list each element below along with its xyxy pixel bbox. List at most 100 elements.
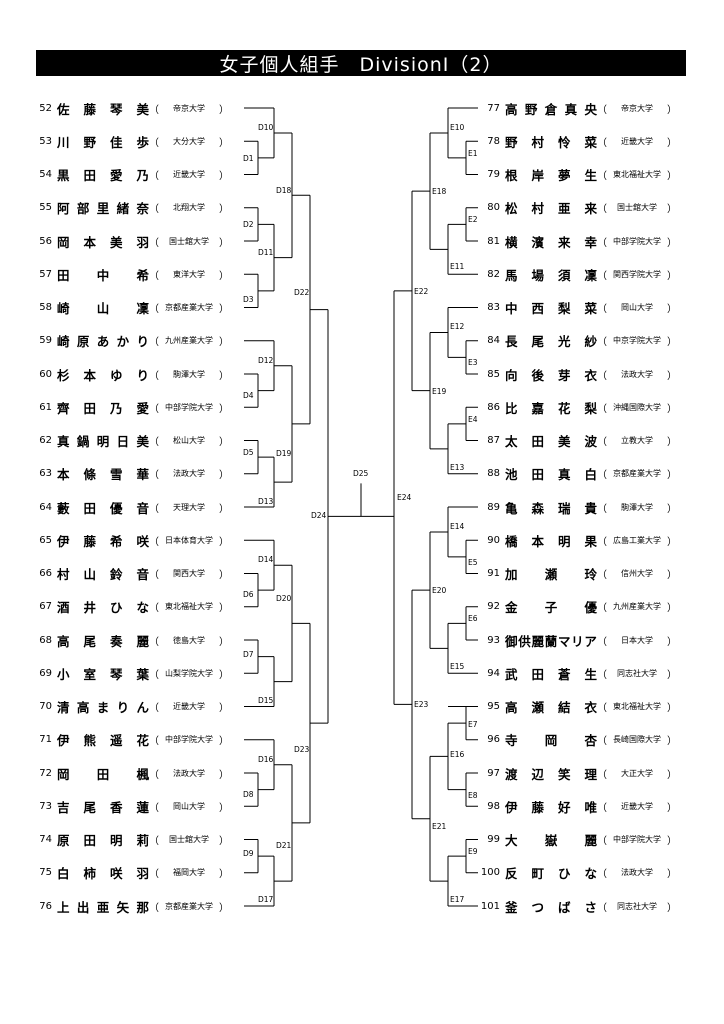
name-char: 本 [531,533,544,549]
name-char: 田 [531,434,544,449]
close-paren: ） [219,703,229,714]
open-paren: （ [597,104,607,116]
close-paren: ） [667,237,677,249]
name-char: 嘉 [531,400,544,416]
school-name: 中京学院大学 [613,336,661,346]
open-paren: （ [149,370,159,382]
open-paren: （ [149,536,159,548]
open-paren: （ [149,337,159,349]
name-char: 鈴 [109,567,123,582]
name-char: 岡 [57,234,70,250]
open-paren: （ [149,769,159,781]
name-char: 衣 [584,367,597,383]
name-char: 笑 [557,766,571,782]
entry-number: 69 [39,667,52,679]
open-paren: （ [149,437,159,448]
close-paren: ） [667,137,677,149]
open-paren: （ [597,736,607,748]
name-char: 岸 [531,168,544,183]
name-char: 横 [505,234,518,250]
name-char: 反 [505,866,518,882]
name-char: 琴 [109,666,123,682]
name-char: な [584,866,597,882]
name-char: 羽 [136,234,149,250]
open-paren: （ [149,603,159,615]
school-name: 中部学院大学 [613,835,661,844]
name-char: ん [136,700,149,715]
entry-number: 58 [39,302,52,313]
athlete-name: 清高まりん [57,697,149,716]
name-char: 高 [505,101,518,117]
bout-label-d9: D9 [243,849,254,859]
name-char: 根 [505,168,518,183]
school-name: 法政大学 [173,768,205,778]
name-char: 尾 [531,334,544,350]
name-char: 野 [524,101,538,117]
athlete-name: 高尾奏麗 [57,631,149,650]
athlete-name: 横濱来幸 [505,232,597,251]
bout-label-d4: D4 [243,390,254,400]
open-paren: （ [149,636,159,648]
school-name: 近畿大学 [621,801,653,811]
name-char: 崎 [57,301,70,316]
entry-number: 98 [487,800,500,812]
name-char: 嶽 [544,833,558,848]
open-paren: （ [597,237,607,249]
name-char: あ [96,334,110,350]
athlete-name: 村山鈴音 [57,564,149,583]
close-paren: ） [219,104,229,116]
open-paren: （ [149,237,159,249]
name-char: 尾 [83,799,96,815]
name-char: 来 [584,201,597,217]
name-char: 加 [505,567,518,582]
entry-number: 52 [39,102,52,114]
name-char: 蘭 [544,633,558,649]
entry-number: 99 [487,834,500,845]
name-char: 明 [109,833,123,848]
bout-label-d24: D24 [311,511,327,521]
name-char: 森 [531,500,544,516]
close-paren: ） [219,137,229,149]
name-char: 日 [116,434,130,449]
school-name: 同志社大学 [617,901,657,911]
name-char: 黒 [57,168,70,183]
close-paren: ） [219,769,229,781]
bout-label-e20: E20 [432,586,447,596]
athlete-name: 川野佳歩 [57,132,149,151]
entry-number: 101 [480,900,500,912]
close-paren: ） [667,437,677,448]
close-paren: ） [667,869,677,881]
bout-label-e15: E15 [450,662,465,672]
name-char: 明 [96,434,110,449]
entry-number: 72 [39,767,52,779]
open-paren: （ [149,137,159,149]
close-paren: ） [219,636,229,648]
school-name: 中部学院大学 [613,236,661,246]
name-char: な [136,600,149,616]
open-paren: （ [597,869,607,881]
school-name: 同志社大学 [617,668,657,678]
open-paren: （ [597,503,607,515]
close-paren: ） [219,337,229,349]
name-char: 白 [584,467,597,483]
school-name: 中部学院大学 [165,735,213,745]
close-paren: ） [219,570,229,581]
name-char: 高 [57,633,70,649]
name-char: 咲 [109,866,123,882]
open-paren: （ [597,437,607,448]
bout-label-e2: E2 [468,215,478,225]
name-char: 上 [57,899,70,915]
bout-label-e21: E21 [432,821,447,831]
close-paren: ） [667,304,677,315]
